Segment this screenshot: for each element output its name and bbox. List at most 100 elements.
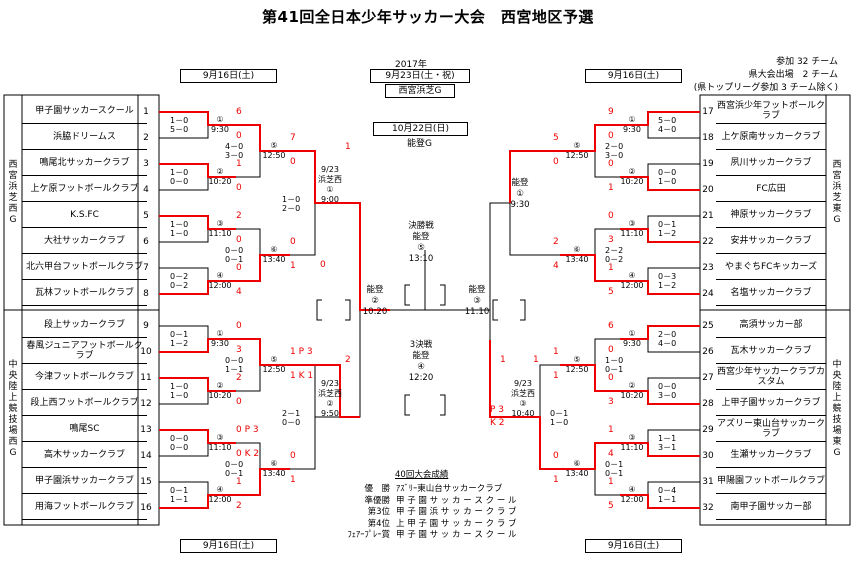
team-name: 上甲子園サッカークラブ xyxy=(716,391,826,416)
team-name: 西宮少年サッカークラブカスタム xyxy=(716,365,826,390)
loser-score: 5 xyxy=(608,287,614,297)
team-name: 上ケ原フットボールクラブ xyxy=(22,177,147,202)
match-info: ⑥ 13:40 xyxy=(565,459,589,478)
winner-score: 0 xyxy=(608,211,614,221)
record-team: 甲 子 園 サ ッ カ ー ス ク ー ル xyxy=(396,495,517,506)
record-team: 上 甲 子 園 サ ッ カ ー ク ラ ブ xyxy=(396,518,517,529)
league-note: (県トップリーグ参加 3 チーム除く) xyxy=(693,83,838,93)
team-name: 西宮浜少年フットボールクラブ xyxy=(716,99,826,124)
match-info: ② 10:20 xyxy=(620,381,644,400)
winner-score: 0 xyxy=(553,451,559,461)
set-scores: 0－0 0－0 xyxy=(170,434,189,452)
set-scores: 5－0 4－0 xyxy=(658,116,677,134)
record-row: ﾌｪｱｰﾌﾟﾚｰ賞甲 子 園 サ ッ カ ー ス ク ー ル xyxy=(330,530,517,542)
record-team: ｱｽﾞﾘｰ東山台サッカークラブ xyxy=(396,484,503,494)
team-number: 6 xyxy=(143,236,149,247)
set-scores: 2－0 4－0 xyxy=(658,330,677,348)
date-top-left: 9月16日(土) xyxy=(180,69,277,83)
loser-score: 1 xyxy=(553,475,559,485)
team-number: 31 xyxy=(702,476,714,487)
set-scores: 0－1 1－2 xyxy=(170,330,189,348)
match-info: ③ 11:10 xyxy=(620,433,644,452)
match-info: ⑤ 12:50 xyxy=(262,141,286,160)
winner-score: 0 xyxy=(290,451,296,461)
r3-left-top-score: 1 xyxy=(345,142,351,152)
semifinal-right-2: 能登 ③ 11:10 xyxy=(464,285,490,317)
team-name: K.S.FC xyxy=(22,203,147,228)
team-number: 22 xyxy=(702,236,714,247)
set-scores: 0－1 0－1 xyxy=(605,460,624,478)
set-scores: 1－0 0－0 xyxy=(170,168,189,186)
team-name: 浜脇ドリームス xyxy=(22,125,147,150)
set-scores: 1－0 1－0 xyxy=(170,220,189,238)
loser-score: 3 xyxy=(236,345,242,355)
set-scores: 2－2 0－2 xyxy=(605,246,624,264)
team-number: 14 xyxy=(140,450,152,461)
qualifiers-count: 県大会出場 2 チーム xyxy=(748,70,838,80)
date-bottom-right: 9月16日(土) xyxy=(585,539,682,553)
loser-score: 0 xyxy=(236,131,242,141)
third-place-label: 3決戦 能登 ④ 12:20 xyxy=(408,340,434,383)
records-heading: 40回大会成績 xyxy=(395,470,449,480)
loser-score: 4 xyxy=(236,287,242,297)
loser-score: 5 xyxy=(608,501,614,511)
winner-score: 1 xyxy=(236,477,242,487)
final-label: 決勝戦 能登 ⑤ 13:10 xyxy=(408,221,434,264)
match-info: ① 9:30 xyxy=(623,329,641,348)
semifinal-left: 能登 ② 10:20 xyxy=(362,285,388,317)
team-name: 高須サッカー部 xyxy=(716,313,826,338)
set-scores: 2－1 0－0 xyxy=(282,409,301,427)
pk-score: P 3 xyxy=(490,405,505,415)
record-row: 第3位甲 子 園 浜 サ ッ カ ー ク ラ ブ xyxy=(330,507,517,519)
region-left-bottom: 中央陸上競技場西G xyxy=(8,360,18,458)
team-number: 28 xyxy=(702,398,714,409)
team-name: 北六甲台フットボールクラブ xyxy=(22,255,147,280)
set-scores: 0－0 0－1 xyxy=(225,460,244,478)
winner-score: 0 P 3 xyxy=(236,425,259,435)
match-info: ⑤ 12:50 xyxy=(262,355,286,374)
match-info: 9/23 浜芝西 ② 9:50 xyxy=(318,379,342,418)
match-info: ② 10:20 xyxy=(208,381,232,400)
team-number: 29 xyxy=(702,424,714,435)
team-number: 9 xyxy=(143,320,149,331)
team-name: 段上サッカークラブ xyxy=(22,313,147,338)
winner-score: 1 P 3 xyxy=(290,347,313,357)
team-name: 上ケ原南サッカークラブ xyxy=(716,125,826,150)
set-scores: 0－0 0－1 xyxy=(225,246,244,264)
set-scores: 1－0 1－0 xyxy=(170,382,189,400)
team-name: FC広田 xyxy=(716,177,826,202)
team-number: 10 xyxy=(140,346,152,357)
record-team: 甲 子 園 浜 サ ッ カ ー ク ラ ブ xyxy=(396,507,517,517)
date-bottom-left: 9月16日(土) xyxy=(180,539,277,553)
loser-score: 3 xyxy=(608,235,614,245)
winner-score: 0 xyxy=(608,159,614,169)
match-info: ④ 12:00 xyxy=(208,485,232,504)
set-scores: 0－0 1－1 xyxy=(225,356,244,374)
match-info: ④ 12:00 xyxy=(208,271,232,290)
date-top-right: 9月16日(土) xyxy=(585,69,682,83)
team-name: 瓦木サッカークラブ xyxy=(716,339,826,364)
set-scores: 0－4 1－1 xyxy=(658,486,677,504)
venue-top-center: 西宮浜芝G xyxy=(385,84,455,98)
loser-score: 0 xyxy=(290,157,296,167)
team-name: 春風ジュニアフットボールクラブ xyxy=(22,339,147,364)
winner-score: 0 xyxy=(236,263,242,273)
team-number: 24 xyxy=(702,288,714,299)
team-name: 安井サッカークラブ xyxy=(716,229,826,254)
winner-score: 1 xyxy=(608,477,614,487)
record-team: 甲 子 園 サ ッ カ ー ス ク ー ル xyxy=(396,530,517,540)
page-title: 第41回全日本少年サッカー大会 西宮地区予選 xyxy=(262,8,594,26)
winner-score: 0 xyxy=(290,237,296,247)
team-number: 23 xyxy=(702,262,714,273)
team-name: 生瀬サッカークラブ xyxy=(716,443,826,468)
team-name: 甲子園サッカースクール xyxy=(22,99,147,124)
final-date: 10月22日(日) xyxy=(373,122,468,136)
set-scores: 1－0 2－0 xyxy=(282,195,301,213)
record-label: 第3位 xyxy=(367,507,390,517)
loser-score: 1 xyxy=(608,183,614,193)
winner-score: 1 xyxy=(608,263,614,273)
team-number: 17 xyxy=(702,106,714,117)
loser-score: 3 xyxy=(608,397,614,407)
match-info: ② 10:20 xyxy=(620,167,644,186)
